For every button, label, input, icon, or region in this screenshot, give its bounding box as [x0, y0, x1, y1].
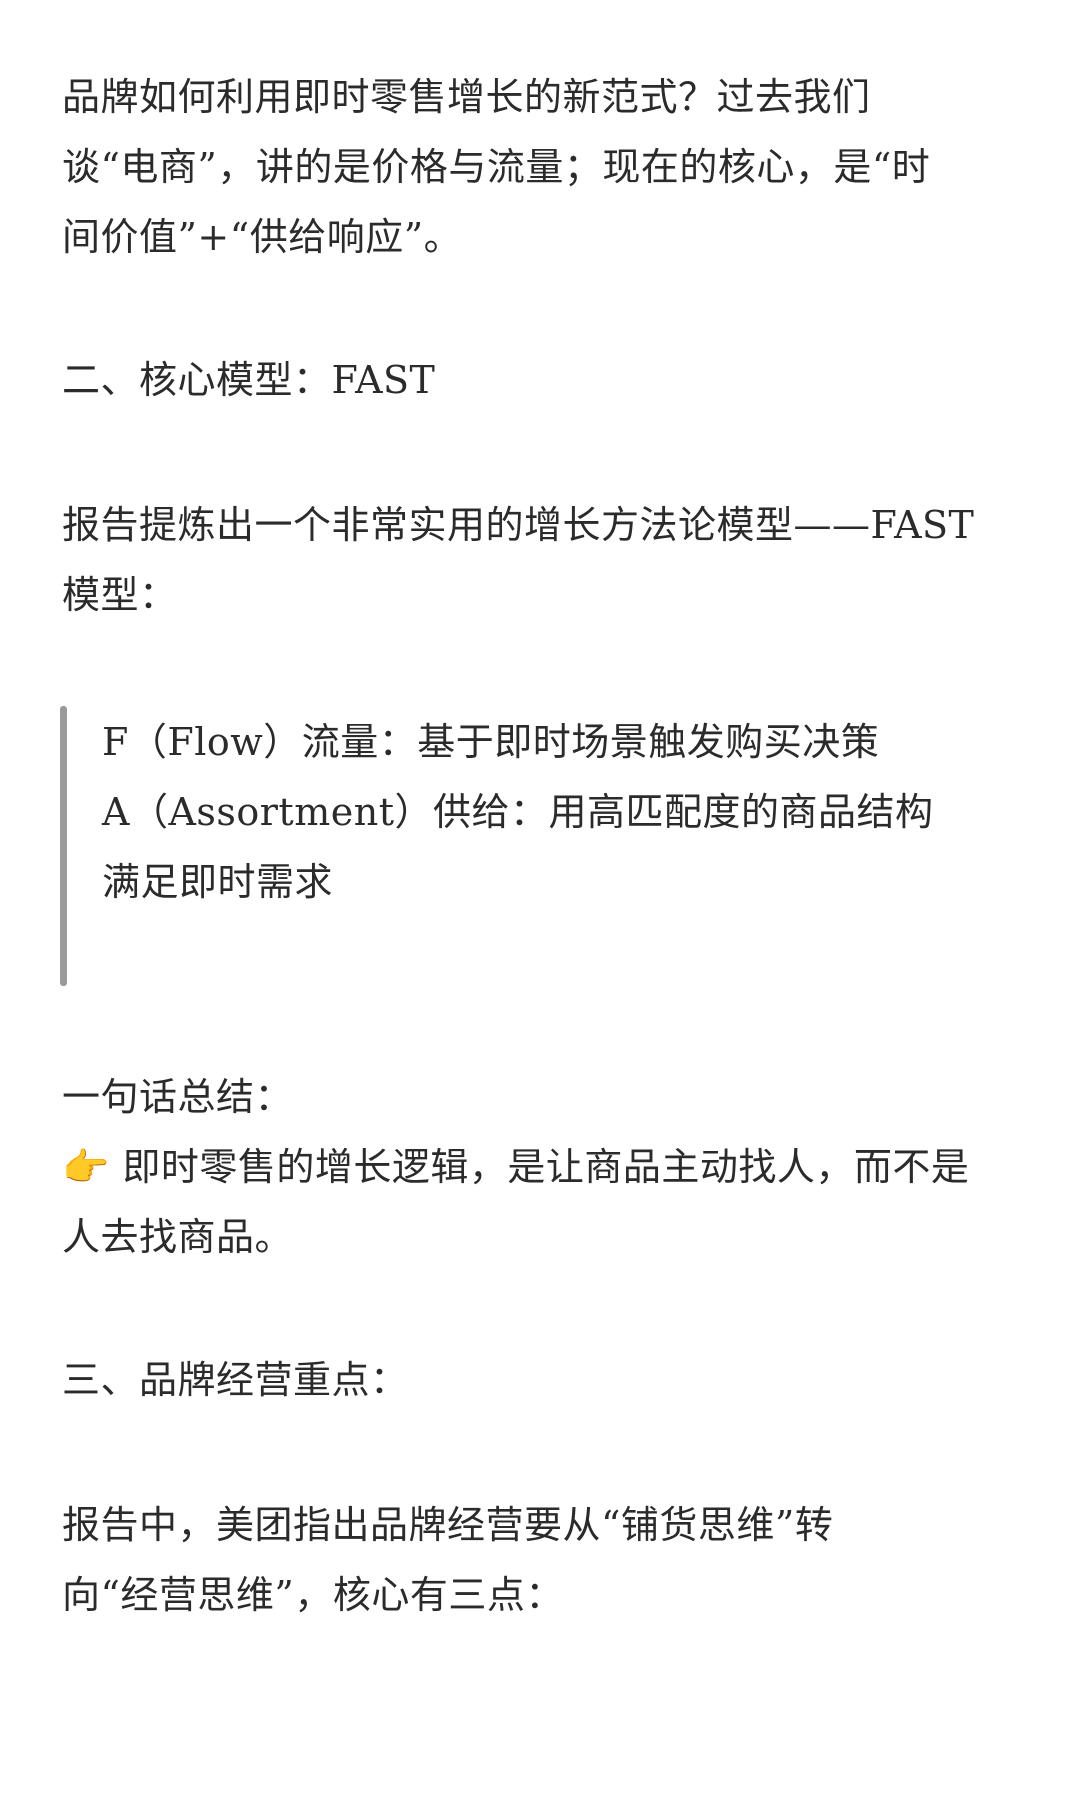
intro-line-2: 谈“电商”，讲的是价格与流量；现在的核心，是“时	[62, 145, 931, 189]
summary-text: 即时零售的增长逻辑，是让商品主动找人，而不是	[122, 1145, 970, 1189]
fast-desc-line-2: 模型：	[62, 573, 178, 617]
summary-label: 一句话总结：	[62, 1075, 294, 1119]
brand-focus-line-2: 向“经营思维”，核心有三点：	[62, 1573, 564, 1617]
section-heading-core-model: 二、核心模型：FAST	[62, 358, 436, 402]
intro-line-3: 间价值”+“供给响应”。	[62, 215, 463, 259]
section-heading-brand-focus: 三、品牌经营重点：	[62, 1358, 409, 1402]
quote-line-assortment-cont: 满足即时需求	[102, 860, 334, 904]
fast-desc-line-1: 报告提炼出一个非常实用的增长方法论模型——FAST	[62, 503, 975, 547]
intro-line-1: 品牌如何利用即时零售增长的新范式？过去我们	[62, 75, 871, 119]
summary-line-1: 👉 即时零售的增长逻辑，是让商品主动找人，而不是	[62, 1132, 969, 1202]
brand-focus-line-1: 报告中，美团指出品牌经营要从“铺货思维”转	[62, 1503, 834, 1547]
pointing-hand-icon: 👉	[62, 1145, 110, 1189]
quote-line-assortment: A（Assortment）供给：用高匹配度的商品结构	[102, 790, 934, 834]
blockquote-bar	[60, 706, 67, 986]
summary-line-2: 人去找商品。	[62, 1215, 294, 1259]
quote-line-flow: F（Flow）流量：基于即时场景触发购买决策	[102, 720, 880, 764]
